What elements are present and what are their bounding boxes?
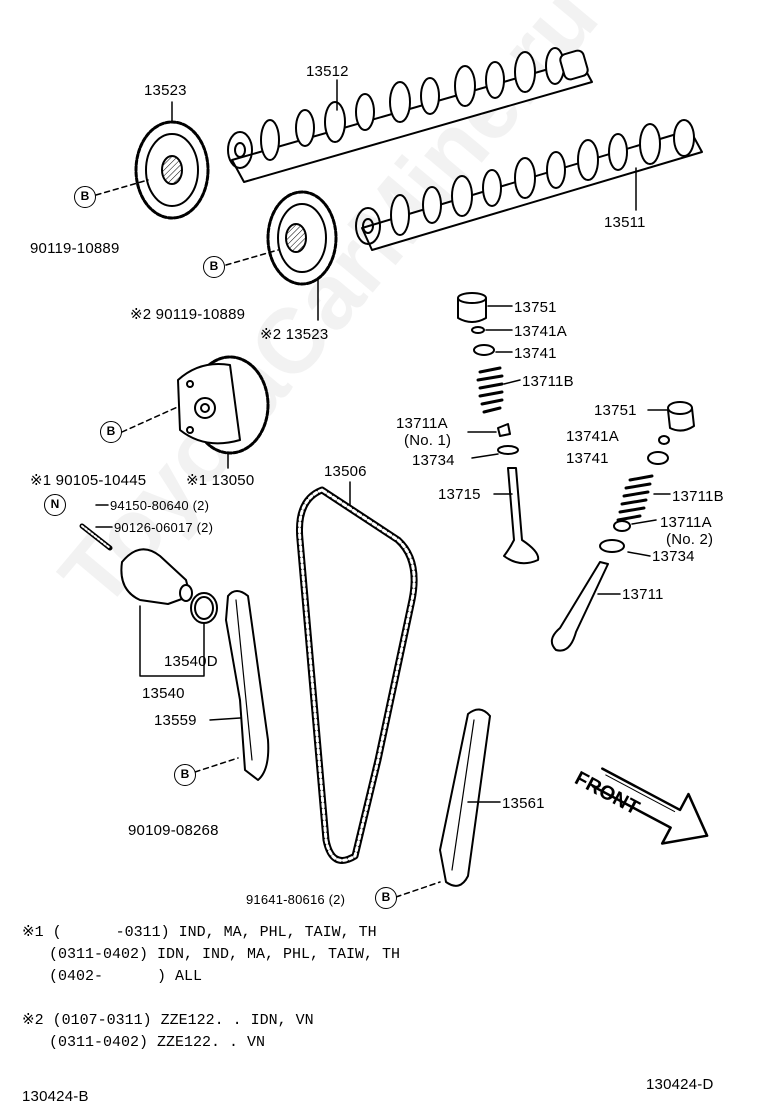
note-1-line-3: (0402- ) ALL: [22, 968, 203, 985]
sprocket-13523-second: [266, 190, 338, 321]
label-90126-06017: 90126-06017 (2): [114, 520, 214, 535]
label-13741-a: 13741: [514, 345, 557, 362]
label-13711: 13711: [622, 586, 664, 603]
label-94150-80640: 94150-80640 (2): [110, 498, 210, 513]
label-13734-a: 13734: [412, 452, 455, 469]
sprocket-13523-top: [134, 101, 210, 220]
tensioner-13540: [120, 548, 218, 677]
valve-train-no1: [457, 292, 540, 565]
bolt-symbol-b-5: B: [375, 887, 397, 909]
label-13734-b: 13734: [652, 548, 695, 565]
timing-chain-13506: [295, 481, 418, 864]
label-13711B-b: 13711B: [672, 488, 724, 505]
label-90119-10889-2: ※2 90119-10889: [130, 306, 246, 323]
label-13523-second: ※2 13523: [260, 326, 329, 343]
label-no1: (No. 1): [404, 432, 452, 449]
label-90109-08268: 90109-08268: [128, 822, 219, 839]
label-91641-80616: 91641-80616 (2): [246, 892, 346, 907]
front-arrow: [591, 767, 709, 845]
chain-guide-13561: [439, 708, 501, 887]
label-13512: 13512: [306, 63, 349, 80]
note-1-line-2: (0311-0402) IDN, IND, MA, PHL, TAIW, TH: [22, 946, 401, 963]
note-2-line-1: ※2 (0107-0311) ZZE122. . IDN, VN: [22, 1012, 314, 1029]
bolt-symbol-b-3: B: [100, 421, 122, 443]
label-13050: ※1 13050: [186, 472, 255, 489]
bolt-leader-lines: [95, 179, 441, 898]
bolt-symbol-n: N: [44, 494, 66, 516]
note-1-line-1: ※1 ( -0311) IND, MA, PHL, TAIW, TH: [22, 924, 377, 941]
label-13540: 13540: [142, 685, 185, 702]
bolt-symbol-b-2: B: [203, 256, 225, 278]
valve-train-no2: [550, 401, 695, 652]
label-90105-10445: ※1 90105-10445: [30, 472, 147, 489]
note-2-line-2: (0311-0402) ZZE122. . VN: [22, 1034, 266, 1051]
label-13711A-no1: 13711A: [396, 415, 448, 432]
label-13561: 13561: [502, 795, 545, 812]
bolt-90126: [79, 504, 113, 551]
label-13506: 13506: [324, 463, 367, 480]
label-13741A-b: 13741A: [566, 428, 619, 445]
label-13751-a: 13751: [514, 299, 557, 316]
label-13711B-a: 13711B: [522, 373, 574, 390]
label-13511: 13511: [604, 214, 646, 231]
diagram-code-right: 130424-D: [646, 1076, 714, 1093]
label-13741-b: 13741: [566, 450, 609, 467]
bolt-symbol-b-4: B: [174, 764, 196, 786]
camshaft-13511: [355, 119, 703, 251]
label-no2: (No. 2): [666, 531, 714, 548]
label-90119-10889: 90119-10889: [30, 240, 120, 257]
diagram-code-left: 130424-B: [22, 1088, 89, 1105]
label-13540D: 13540D: [164, 653, 218, 670]
label-13741A-a: 13741A: [514, 323, 567, 340]
label-13715: 13715: [438, 486, 481, 503]
label-13559: 13559: [154, 712, 197, 729]
label-13751-b: 13751: [594, 402, 637, 419]
chain-slipper-13559: [209, 590, 270, 781]
label-13523-top: 13523: [144, 82, 187, 99]
bolt-symbol-b-1: B: [74, 186, 96, 208]
label-13711A-no2: 13711A: [660, 514, 712, 531]
cam-timing-gear-13050: [177, 355, 270, 469]
camshaft-13512: [227, 47, 593, 183]
